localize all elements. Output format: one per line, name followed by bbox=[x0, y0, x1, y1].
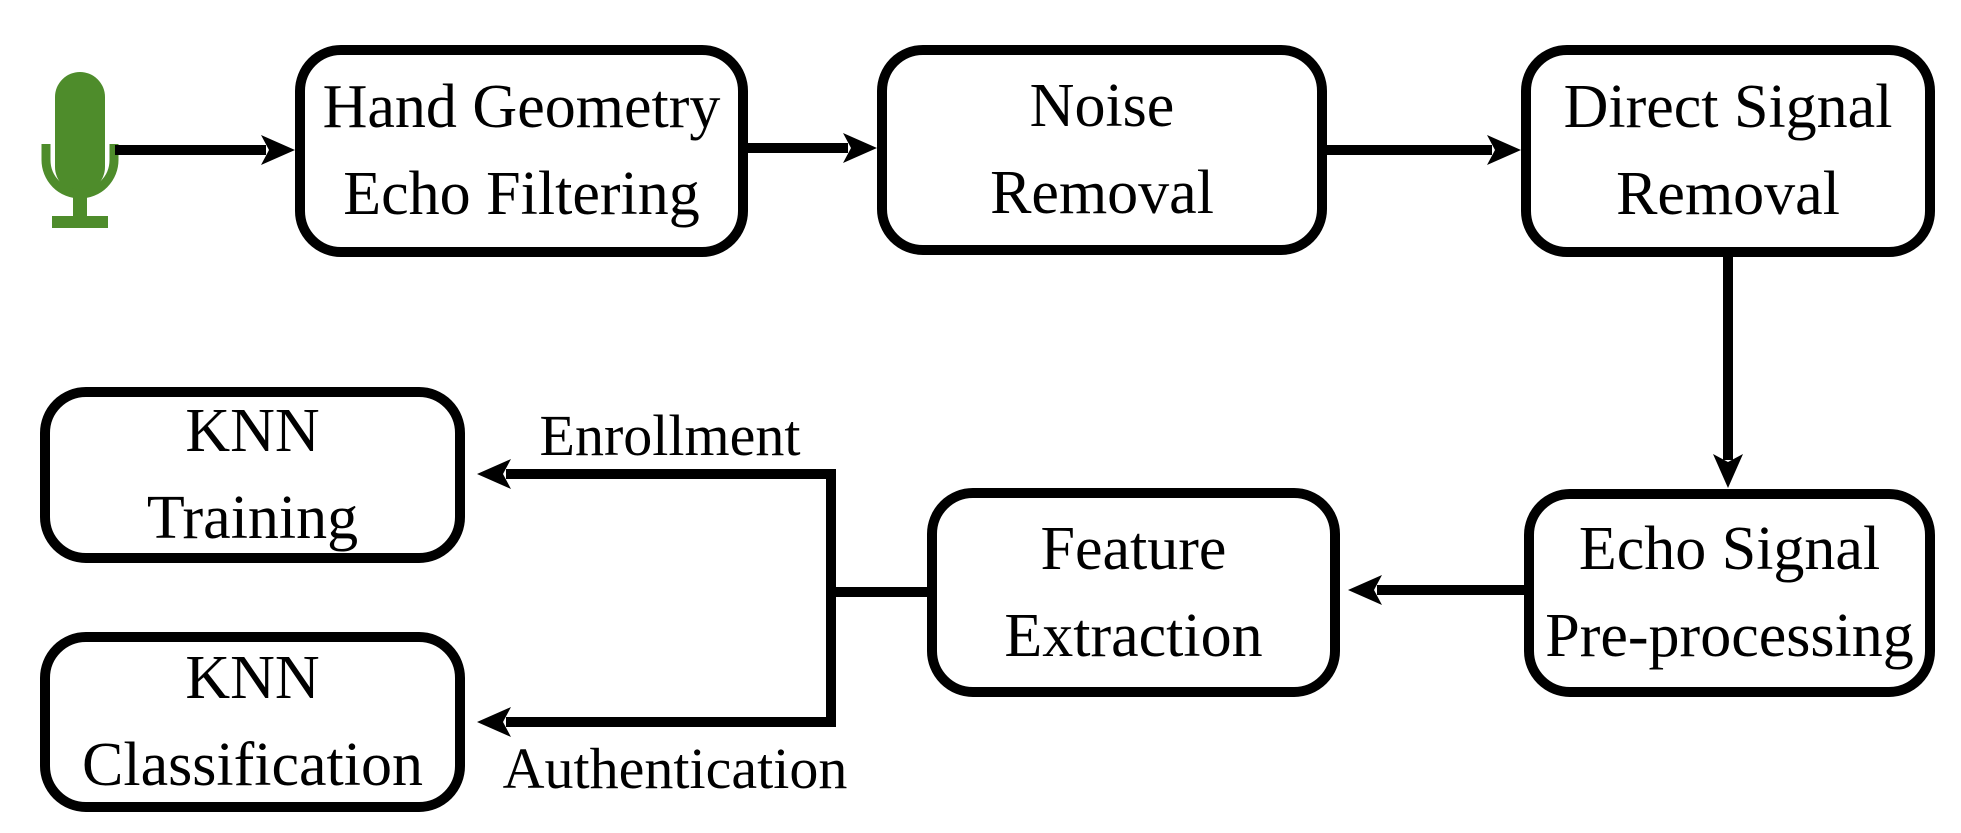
node-label-line: Echo Filtering bbox=[343, 160, 700, 228]
node-noise-removal: Noise Removal bbox=[877, 45, 1327, 255]
node-hand-geometry-echo-filtering: Hand Geometry Echo Filtering bbox=[295, 45, 748, 257]
branch-rail bbox=[826, 469, 930, 727]
arrow-direct-signal-to-echo-signal bbox=[1713, 254, 1743, 488]
arrow-hand-geometry-to-noise bbox=[745, 133, 877, 163]
node-feature-extraction: Feature Extraction bbox=[927, 488, 1340, 697]
node-knn-training: KNN Training bbox=[40, 387, 465, 563]
edge-label-enrollment: Enrollment bbox=[539, 403, 801, 468]
node-label-line: KNN bbox=[185, 397, 320, 465]
node-knn-classification: KNN Classification bbox=[40, 632, 465, 812]
node-echo-signal-pre-processing: Echo Signal Pre-processing bbox=[1524, 489, 1935, 697]
arrow-mic-to-hand-geometry bbox=[115, 135, 295, 165]
edge-label-authentication: Authentication bbox=[502, 736, 848, 801]
node-direct-signal-removal: Direct Signal Removal bbox=[1521, 45, 1935, 257]
node-label-line: Hand Geometry bbox=[322, 73, 721, 141]
microphone-icon bbox=[41, 72, 119, 228]
node-label-line: Classification bbox=[82, 731, 423, 799]
node-label-line: Training bbox=[146, 484, 359, 552]
arrow-authentication-to-knn-classification bbox=[477, 707, 836, 737]
arrow-echo-signal-to-feature bbox=[1348, 575, 1527, 605]
node-label-line: Removal bbox=[990, 159, 1214, 227]
arrow-noise-to-direct-signal bbox=[1324, 135, 1521, 165]
arrow-enrollment-to-knn-training bbox=[477, 459, 836, 489]
node-label-line: Echo Signal bbox=[1578, 515, 1881, 583]
node-label-line: Pre-processing bbox=[1545, 602, 1914, 670]
node-label-line: Direct Signal bbox=[1563, 73, 1893, 141]
node-label-line: KNN bbox=[185, 644, 320, 712]
node-label-line: Noise bbox=[1029, 72, 1175, 140]
node-label-line: Feature bbox=[1040, 514, 1227, 583]
node-label-line: Removal bbox=[1616, 160, 1840, 228]
node-label-line: Extraction bbox=[1004, 601, 1263, 670]
